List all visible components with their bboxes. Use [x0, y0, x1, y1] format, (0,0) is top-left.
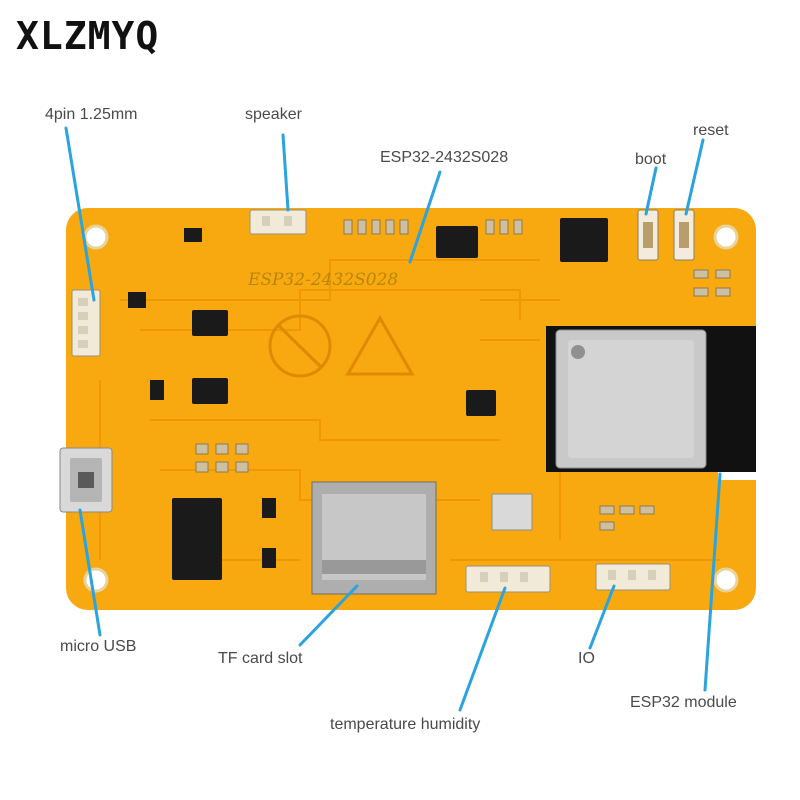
io-connector: [595, 563, 671, 591]
tf-card-slot-block: [311, 481, 437, 595]
temperature-humidity-connector: [465, 565, 551, 593]
label-tf-card: TF card slot: [218, 650, 303, 667]
pb-free-mark: [268, 314, 332, 378]
label-board-name: ESP32-2432S028: [380, 149, 509, 166]
reset-button: [673, 209, 695, 261]
pcb-notch: [718, 470, 758, 480]
label-4pin: 4pin 1.25mm: [45, 106, 138, 123]
micro-usb-port: [59, 447, 113, 513]
label-speaker: speaker: [245, 106, 302, 123]
speaker-connector: [249, 209, 307, 235]
label-esp32-module: ESP32 module: [630, 694, 737, 711]
passive-components: [195, 219, 731, 531]
esp32-module-block: [546, 326, 756, 472]
pcb-board: [66, 208, 756, 610]
label-reset: reset: [693, 122, 729, 139]
esd-warning-mark: [345, 314, 415, 376]
callout-lines: [64, 126, 722, 712]
ic-chips: [128, 218, 608, 580]
boot-button: [637, 209, 659, 261]
label-boot: boot: [635, 151, 667, 168]
label-micro-usb: micro USB: [60, 638, 137, 655]
label-io: IO: [578, 650, 595, 667]
label-temperature-humidity: temperature humidity: [330, 716, 481, 733]
rgb-led: [491, 493, 533, 531]
board-silkscreen-text: ESP32-2432S028: [247, 270, 398, 290]
brand-logo-text: XLZMYQ: [16, 14, 160, 58]
four-pin-connector: [71, 289, 101, 357]
